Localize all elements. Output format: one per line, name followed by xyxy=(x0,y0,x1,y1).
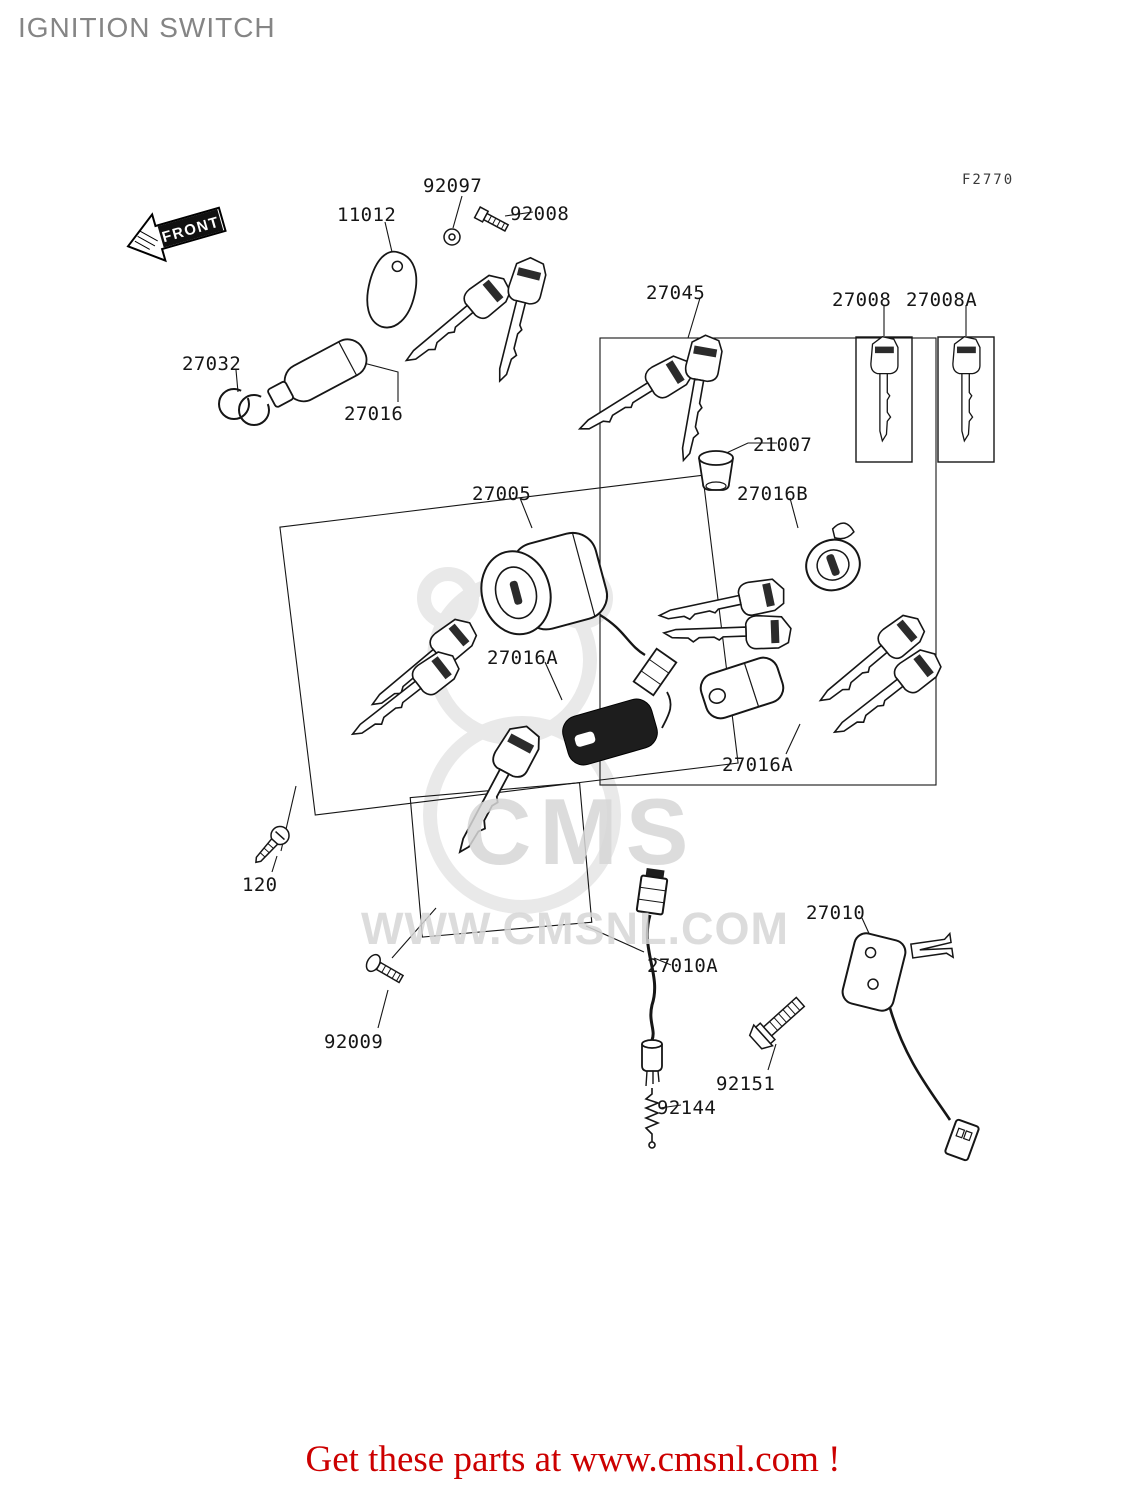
page-title: IGNITION SWITCH xyxy=(18,12,276,43)
bolt-92151 xyxy=(748,996,806,1050)
switch-housing-right xyxy=(699,656,785,720)
part-label-92151[interactable]: 92151 xyxy=(716,1073,776,1095)
ignition-switch-27005 xyxy=(480,531,678,729)
bracket-27010 xyxy=(841,931,980,1162)
part-label-27005[interactable]: 27005 xyxy=(472,483,532,505)
part-label-120[interactable]: 120 xyxy=(242,874,278,896)
part-label-92008[interactable]: 92008 xyxy=(510,203,570,225)
lock-27016B xyxy=(805,522,861,592)
lock-cylinder-27016 xyxy=(267,338,368,408)
part-label-27010[interactable]: 27010 xyxy=(806,902,866,924)
part-label-92009[interactable]: 92009 xyxy=(324,1031,384,1053)
part-label-21007[interactable]: 21007 xyxy=(753,434,813,456)
footer-link[interactable]: Get these parts at www.cmsnl.com ! xyxy=(305,1439,841,1480)
figure-code: F2770 xyxy=(962,172,1015,188)
part-label-27008A[interactable]: 27008A xyxy=(906,289,978,311)
part-label-92097[interactable]: 92097 xyxy=(423,175,483,197)
front-arrow: FRONT xyxy=(126,206,227,263)
screw-120 xyxy=(255,825,290,864)
part-label-27032[interactable]: 27032 xyxy=(182,353,242,375)
part-label-11012[interactable]: 11012 xyxy=(337,204,397,226)
cover-plate-11012 xyxy=(366,250,418,329)
part-label-27008[interactable]: 27008 xyxy=(832,289,892,311)
switch-housing-dark xyxy=(562,698,658,766)
part-label-27016A-2[interactable]: 27016A xyxy=(722,754,794,776)
part-label-27016[interactable]: 27016 xyxy=(344,403,404,425)
part-label-27045[interactable]: 27045 xyxy=(646,282,706,304)
screw-92008 xyxy=(473,206,510,232)
part-label-27010A[interactable]: 27010A xyxy=(647,955,719,977)
screw-92009 xyxy=(365,953,405,984)
part-label-92144[interactable]: 92144 xyxy=(657,1097,717,1119)
part-label-27016B[interactable]: 27016B xyxy=(737,483,809,505)
part-label-27016A-1[interactable]: 27016A xyxy=(487,647,559,669)
cap-21007 xyxy=(698,450,734,491)
spring-92144 xyxy=(643,1088,661,1149)
snap-rings-27032 xyxy=(218,388,270,426)
wiring-lead-27010A xyxy=(635,868,669,1087)
washer-92097 xyxy=(443,228,461,246)
